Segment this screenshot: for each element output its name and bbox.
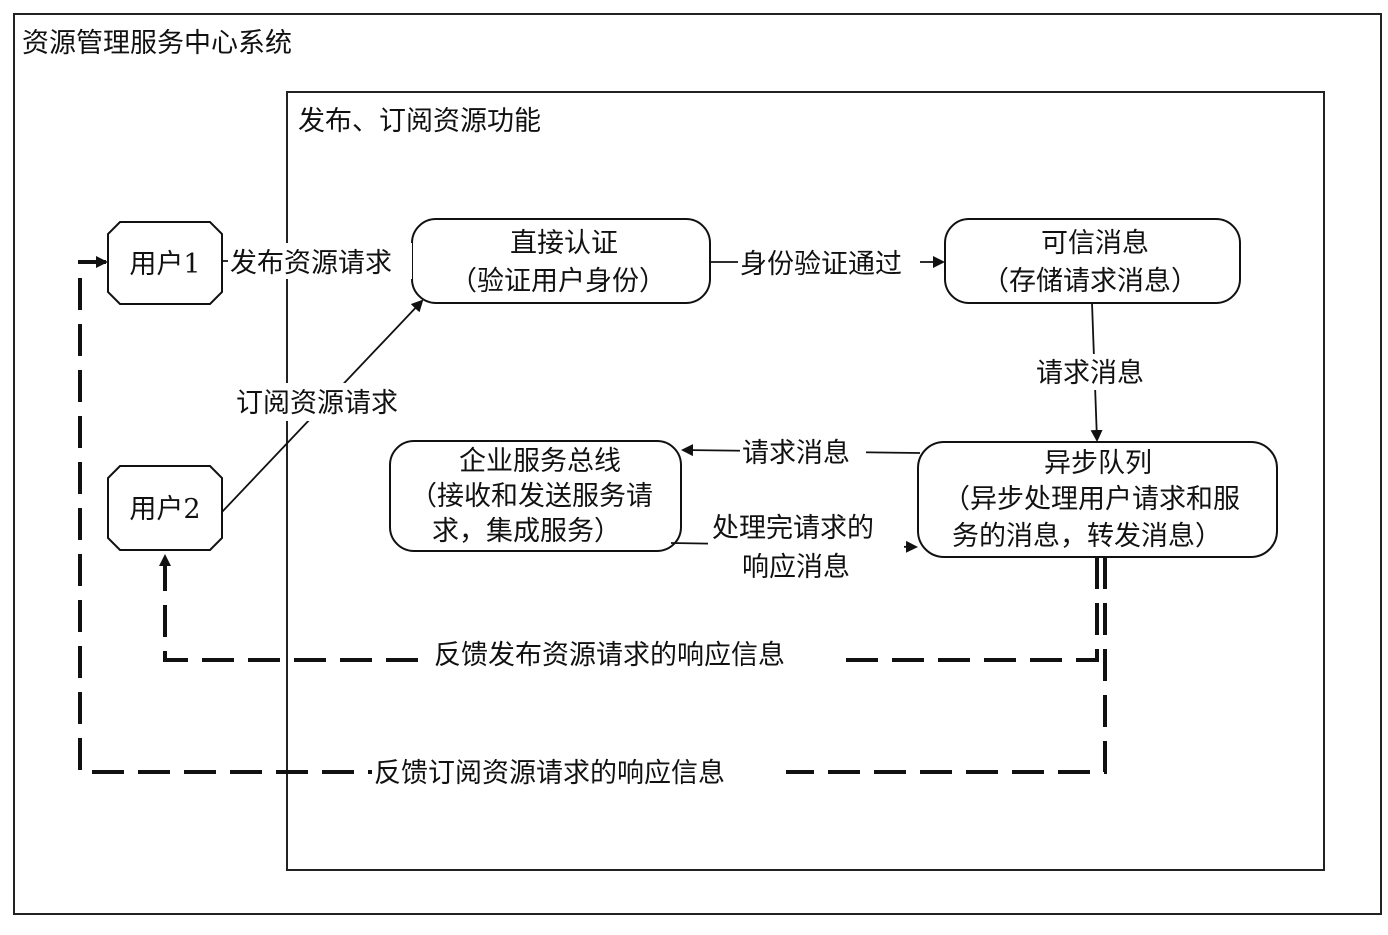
user1-node xyxy=(107,221,223,305)
edge-feedback-subscribe-label: 反馈订阅资源请求的响应信息 xyxy=(374,758,725,789)
user1-label: 用户1 xyxy=(129,249,200,280)
function-frame xyxy=(286,91,1325,871)
edge-feedback-subscribe xyxy=(78,256,1107,774)
esb-node xyxy=(389,440,682,552)
esb-title: 企业服务总线 xyxy=(459,446,621,477)
edge-feedback-subscribe-label-bg xyxy=(372,754,786,792)
edge-subscribe-request-label: 订阅资源请求 xyxy=(236,388,398,419)
edge-feedback-publish-label-bg xyxy=(432,637,844,675)
trusted-message-subtitle: （存储请求消息） xyxy=(982,266,1198,297)
edge-request-message-down-label-bg xyxy=(1034,354,1160,390)
auth-title: 直接认证 xyxy=(510,228,618,259)
edge-request-message-down-label: 请求消息 xyxy=(1036,358,1144,389)
esb-line2: （接收和发送服务请 xyxy=(410,481,653,512)
edge-processed-response-label-1: 处理完请求的 xyxy=(712,513,874,544)
esb-line3: 求，集成服务） xyxy=(432,516,621,547)
edge-feedback-publish-label: 反馈发布资源请求的响应信息 xyxy=(434,640,785,671)
system-title: 资源管理服务中心系统 xyxy=(22,28,292,59)
edge-auth-passed-label: 身份验证通过 xyxy=(740,249,902,280)
user2-node xyxy=(107,465,223,551)
auth-subtitle: （验证用户身份） xyxy=(450,266,666,297)
edge-request-message-left-label-bg xyxy=(740,434,866,470)
edge-subscribe-request-label-bg xyxy=(232,383,422,421)
async-queue-title: 异步队列 xyxy=(1044,448,1152,479)
edge-processed-response-label-bg xyxy=(708,509,904,584)
edge-request-message-left-label: 请求消息 xyxy=(742,438,850,469)
trusted-message-title: 可信消息 xyxy=(1041,228,1149,259)
edge-auth-passed-label-bg xyxy=(738,245,920,281)
function-title: 发布、订阅资源功能 xyxy=(298,106,541,137)
edge-publish-request-label: 发布资源请求 xyxy=(230,248,392,279)
async-queue-line3: 务的消息，转发消息） xyxy=(952,521,1222,552)
system-frame xyxy=(13,13,1382,915)
edge-publish-request-label-bg xyxy=(228,243,412,279)
edge-processed-response-label-2: 响应消息 xyxy=(742,552,850,583)
async-queue-line2: （异步处理用户请求和服 xyxy=(943,484,1240,515)
user2-label: 用户2 xyxy=(129,494,200,525)
